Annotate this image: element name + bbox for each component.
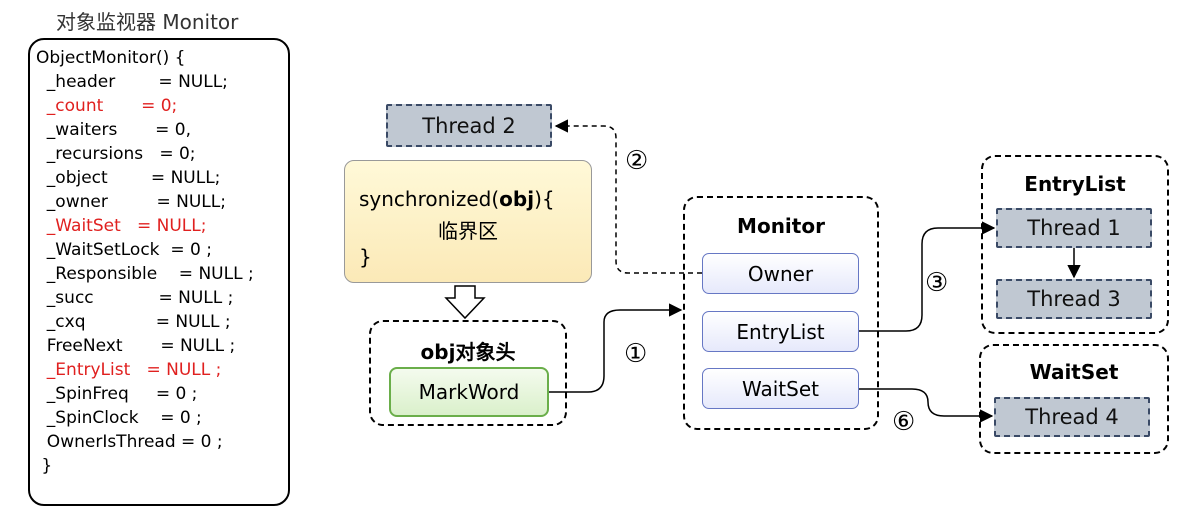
code-line: _waiters = 0, bbox=[36, 120, 192, 140]
arrow-waitset-to-thread4 bbox=[859, 388, 994, 423]
sync-keyword: synchronized( bbox=[359, 187, 500, 211]
monitor-group bbox=[683, 196, 879, 430]
code-line: _WaitSetLock = 0 ; bbox=[36, 240, 212, 260]
sync-obj: obj bbox=[499, 187, 535, 211]
thread-1-box: Thread 1 bbox=[996, 208, 1152, 248]
code-line: _SpinClock = 0 ; bbox=[36, 408, 202, 428]
monitor-panel-title: 对象监视器 Monitor bbox=[56, 10, 239, 34]
waitset-group bbox=[979, 344, 1169, 454]
monitor-entrylist-field: EntryList bbox=[702, 311, 859, 352]
code-line: ObjectMonitor() { bbox=[36, 48, 186, 68]
synchronized-block: synchronized(obj){ 临界区 } bbox=[344, 160, 592, 283]
hollow-down-arrow bbox=[444, 285, 486, 320]
step-6-label: ⑥ bbox=[892, 407, 916, 437]
code-line: _SpinFreq = 0 ; bbox=[36, 384, 198, 404]
arrow-entrylist-to-thread1 bbox=[859, 221, 996, 332]
code-line: _EntryList = NULL ; bbox=[36, 360, 222, 380]
thread-2-box: Thread 2 bbox=[386, 104, 552, 147]
code-line: _count = 0; bbox=[36, 96, 178, 116]
monitor-owner-field: Owner bbox=[702, 253, 859, 294]
arrow-owner-to-thread2 bbox=[554, 119, 702, 274]
monitor-title: Monitor bbox=[737, 214, 825, 238]
code-line: } bbox=[36, 456, 53, 476]
waitset-group-title: WaitSet bbox=[1029, 360, 1119, 384]
object-monitor-code-panel: ObjectMonitor() { _header = NULL; _count… bbox=[28, 38, 290, 506]
sync-brace: ){ bbox=[534, 187, 555, 211]
code-line: FreeNext = NULL ; bbox=[36, 336, 236, 356]
code-line: _Responsible = NULL ; bbox=[36, 264, 254, 284]
code-line: _cxq = NULL ; bbox=[36, 312, 231, 332]
entrylist-group-title: EntryList bbox=[1024, 172, 1126, 196]
arrow-markword-to-monitor bbox=[549, 303, 683, 393]
code-line: _header = NULL; bbox=[36, 72, 228, 92]
critical-section-label: 临界区 bbox=[438, 219, 498, 243]
thread-3-box: Thread 3 bbox=[996, 279, 1152, 319]
thread-4-box: Thread 4 bbox=[994, 397, 1150, 437]
entrylist-group bbox=[981, 155, 1169, 334]
code-line: _succ = NULL ; bbox=[36, 288, 234, 308]
code-line: _recursions = 0; bbox=[36, 144, 196, 164]
code-line: _owner = NULL; bbox=[36, 192, 226, 212]
monitor-waitset-field: WaitSet bbox=[702, 368, 859, 409]
sync-closing-brace: } bbox=[359, 245, 372, 269]
obj-header-title: obj对象头 bbox=[420, 340, 516, 364]
step-1-label: ① bbox=[624, 339, 648, 369]
code-line: OwnerIsThread = 0 ; bbox=[36, 432, 223, 452]
code-line: _WaitSet = NULL; bbox=[36, 216, 207, 236]
code-line: _object = NULL; bbox=[36, 168, 221, 188]
obj-header-group bbox=[369, 320, 567, 426]
sync-line-1: synchronized(obj){ bbox=[359, 187, 555, 211]
markword-box: MarkWord bbox=[389, 367, 549, 417]
step-2-label: ② bbox=[625, 146, 649, 176]
step-3-label: ③ bbox=[925, 268, 949, 298]
